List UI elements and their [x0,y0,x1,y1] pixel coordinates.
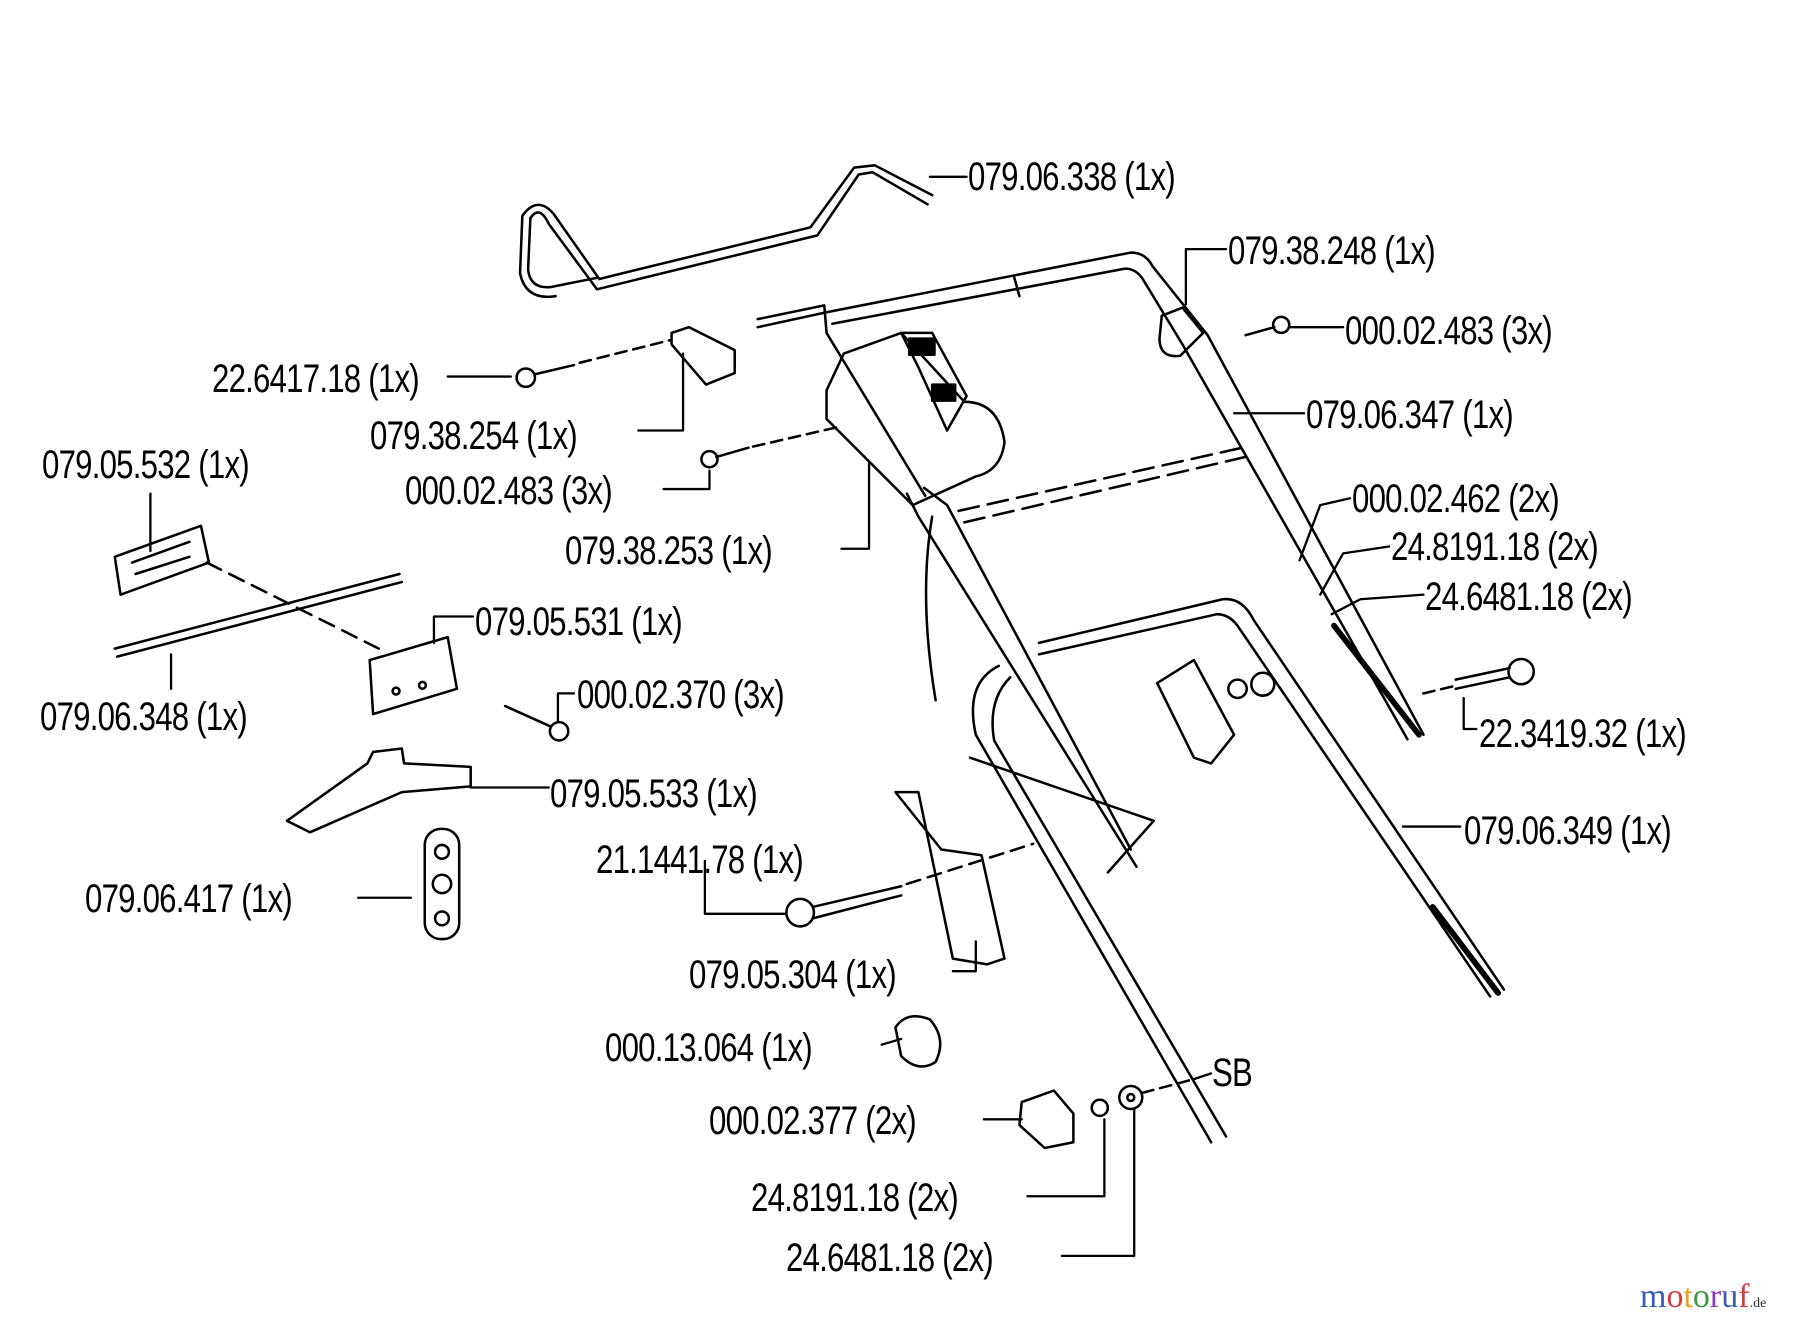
callout-21-1441-78: 21.1441.78 (1x) [596,838,804,882]
logo-letter: o [1692,1278,1710,1315]
callout-079-05-533: 079.05.533 (1x) [550,772,758,816]
logo-tld: .de [1749,1296,1767,1311]
logo-letter: u [1721,1278,1739,1315]
callout-079-06-347: 079.06.347 (1x) [1306,393,1514,437]
logo-letter: m [1640,1278,1667,1315]
grip-079-05-304 [894,790,1006,966]
motoruf-watermark-logo: motoruf.de [1640,1280,1766,1314]
callout-079-38-253: 079.38.253 (1x) [565,529,773,573]
logo-letter: t [1683,1278,1693,1315]
callout-079-05-532: 079.05.532 (1x) [42,443,250,487]
screw-000-02-370 [503,704,570,742]
logo-letter: o [1666,1278,1684,1315]
lower-handle [968,597,1506,1144]
top-bar-part [518,164,934,299]
knob-right [1155,658,1276,765]
block-079-05-531 [368,635,459,716]
lever-079-05-533 [285,747,472,834]
washer-24-8191-18 [1090,1098,1110,1118]
knob-000-13-064 [894,1014,942,1068]
washer-24-6481-18 [1118,1084,1144,1111]
callout-079-06-417: 079.06.417 (1x) [85,877,293,921]
clamp-079-38-254 [670,325,736,386]
marker-sb: SB [1212,1051,1253,1095]
callout-079-06-348: 079.06.348 (1x) [40,695,248,739]
callout-079-38-248: 079.38.248 (1x) [1228,229,1436,273]
bolt-22-3419-32 [1454,657,1535,691]
screw-000-02-483-left [700,446,750,469]
callout-000-13-064: 000.13.064 (1x) [605,1026,813,1070]
callout-079-06-338: 079.06.338 (1x) [968,155,1176,199]
block-079-05-532 [113,524,211,596]
rod-079-06-348 [113,572,404,658]
logo-letter: r [1709,1278,1722,1315]
callout-24-8191-18-upper: 24.8191.18 (2x) [1391,525,1599,569]
callout-079-05-531: 079.05.531 (1x) [475,600,683,644]
callout-24-6481-18-lower: 24.6481.18 (2x) [786,1236,994,1280]
callout-24-6481-18-upper: 24.6481.18 (2x) [1425,575,1633,619]
callout-000-02-462: 000.02.462 (2x) [1352,477,1560,521]
callout-079-05-304: 079.05.304 (1x) [689,953,897,997]
callout-079-06-349: 079.06.349 (1x) [1464,809,1672,853]
callout-22-3419-32: 22.3419.32 (1x) [1479,712,1687,756]
callout-000-02-370: 000.02.370 (3x) [577,673,785,717]
plate-079-06-417 [423,827,461,941]
callout-22-6417-18: 22.6417.18 (1x) [212,357,420,401]
upper-handle [756,251,1425,741]
callout-079-38-254: 079.38.254 (1x) [370,414,578,458]
screw-22-6417-18 [515,363,576,389]
callout-24-8191-18-lower: 24.8191.18 (2x) [751,1176,959,1220]
control-box [825,331,1138,869]
callout-000-02-483-right: 000.02.483 (3x) [1345,309,1553,353]
leader-lines [149,175,1478,1258]
callout-000-02-483-left: 000.02.483 (3x) [405,469,613,513]
logo-wordmark: motoruf [1640,1278,1750,1315]
callout-000-02-377: 000.02.377 (2x) [709,1099,917,1143]
screw-000-02-483-right [1244,315,1291,337]
bolt-21-1441-78 [785,884,903,928]
knob-000-02-377 [1018,1089,1075,1150]
logo-letter: f [1738,1278,1750,1315]
